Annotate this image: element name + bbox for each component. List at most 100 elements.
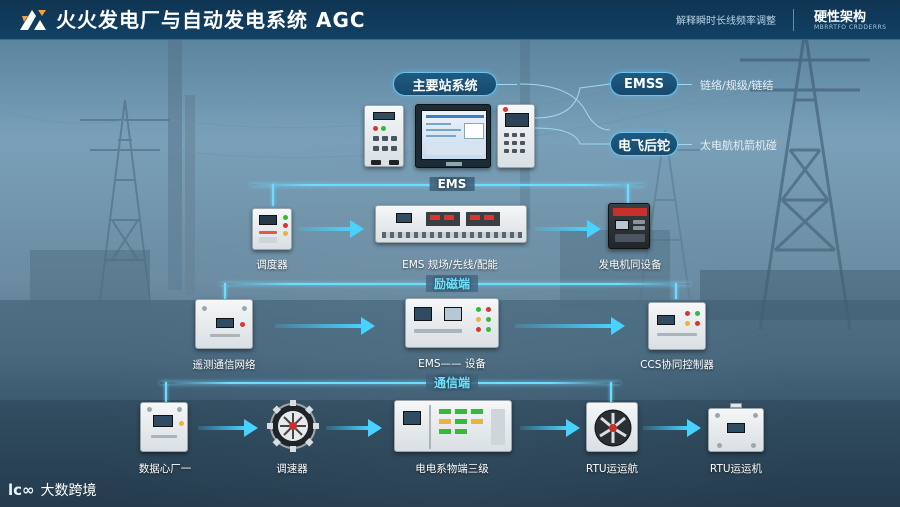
data-center-label: 数据心厂一: [138, 463, 192, 475]
rack-indicator: [430, 215, 440, 220]
rtu-channel-label: RTU运运航: [585, 463, 639, 475]
device-strip: [210, 334, 240, 337]
comm-drop-line: [165, 382, 167, 402]
ems-equipment-label: EMS—— 设备: [418, 358, 486, 370]
brand-name: 硬性架构: [814, 10, 867, 25]
device-header: [613, 208, 647, 216]
panel-button: [389, 160, 399, 165]
control-panel-right[interactable]: [497, 104, 535, 168]
footer-logo-text: 大数跨境: [40, 483, 97, 499]
footer-logo: lc∞大数跨境: [8, 480, 97, 500]
panel-button: [504, 149, 509, 153]
flow-arrow: [520, 419, 580, 437]
dispatcher-label: 调度器: [256, 259, 288, 271]
panel-button: [520, 149, 525, 153]
flow-arrow: [275, 317, 375, 335]
screen-line: [426, 123, 451, 125]
rack-display: [396, 213, 412, 223]
ems-equipment-device[interactable]: [405, 298, 499, 348]
device-display: [657, 315, 675, 325]
page-title: 火火发电厂与自动发电系统 AGC: [56, 8, 366, 32]
connector-line: [678, 144, 692, 145]
device-strip: [259, 231, 277, 234]
status-led: [476, 317, 481, 322]
rtu-machine-device[interactable]: [708, 408, 764, 452]
panel-display: [373, 112, 395, 120]
status-led: [503, 107, 508, 112]
device-display: [259, 215, 277, 225]
device-display: [153, 415, 173, 427]
panel-button: [391, 146, 397, 151]
tertiary-device[interactable]: [394, 400, 512, 452]
governor-label: 调速器: [276, 463, 308, 475]
indicator-block: [439, 409, 451, 414]
connector-line: [678, 84, 692, 85]
indicator-block: [471, 409, 483, 414]
company-logo-icon: [20, 10, 46, 30]
ccs-controller-device[interactable]: [648, 302, 706, 350]
ccs-controller-label: CCS协同控制器: [640, 359, 714, 371]
device-key: [633, 226, 645, 230]
panel-button: [520, 141, 525, 145]
excitation-drop-line: [675, 283, 677, 299]
panel-button: [520, 133, 525, 137]
indicator-block: [471, 419, 483, 424]
device-divider: [429, 405, 431, 449]
status-led: [283, 215, 288, 220]
status-led: [695, 311, 700, 316]
main-station-pill[interactable]: 主要站系统: [393, 72, 497, 96]
status-led: [283, 223, 288, 228]
status-led: [240, 322, 245, 327]
device-display: [615, 220, 629, 230]
rack-indicator: [484, 215, 494, 220]
aftertrack-pill[interactable]: 电飞后铊: [610, 132, 678, 156]
monitor-screen[interactable]: [415, 104, 491, 168]
indicator-block: [439, 429, 451, 434]
panel-button: [512, 133, 517, 137]
screen-table: [426, 145, 484, 155]
comm-section-label: 通信端: [425, 374, 479, 391]
ems-rack-device[interactable]: [375, 205, 527, 243]
comm-network-device[interactable]: [195, 299, 253, 349]
monitor-logo: [446, 162, 462, 166]
data-center-device[interactable]: [140, 402, 188, 452]
governor-gear-icon[interactable]: [264, 400, 322, 452]
ems-device-label: EMS 规场/先线/配能: [402, 259, 498, 271]
aftertrack-description: 太电航机箭机碰: [700, 139, 777, 152]
device-key: [633, 220, 645, 224]
excitation-section-label: 励磁端: [425, 275, 479, 292]
emss-pill[interactable]: EMSS: [610, 72, 678, 96]
fan-icon: [594, 409, 632, 447]
flow-arrow: [298, 220, 364, 238]
screen-line: [426, 135, 456, 137]
device-display: [216, 318, 234, 328]
screen-widget: [464, 123, 484, 139]
comm-divider-line: [160, 382, 620, 384]
panel-button: [373, 136, 379, 141]
device-strip: [657, 333, 697, 336]
rtu-machine-label: RTU运运机: [709, 463, 763, 475]
status-led: [695, 321, 700, 326]
indicator-block: [439, 419, 451, 424]
status-led: [715, 413, 720, 418]
panel-button: [382, 146, 388, 151]
flow-arrow: [515, 317, 625, 335]
panel-button: [373, 146, 379, 151]
connector-line: [497, 84, 517, 85]
device-display: [444, 307, 462, 321]
header-subtitle: 解释瞬时长线频率调整: [676, 16, 776, 27]
generator-device[interactable]: [608, 203, 650, 249]
status-led: [717, 443, 722, 448]
status-led: [486, 307, 491, 312]
status-led: [283, 231, 288, 236]
indicator-block: [455, 429, 467, 434]
monitor-display: [421, 110, 487, 160]
rtu-channel-device[interactable]: [586, 402, 638, 452]
device-display: [414, 307, 432, 321]
comm-network-label: 遥测通信网络: [192, 359, 256, 371]
status-led: [373, 126, 378, 131]
header-bar: 火火发电厂与自动发电系统 AGC 解释瞬时长线频率调整 硬性架构 MBRRTFO…: [0, 0, 900, 40]
panel-button: [512, 141, 517, 145]
control-panel-left[interactable]: [364, 105, 404, 167]
dispatcher-device[interactable]: [252, 208, 292, 250]
